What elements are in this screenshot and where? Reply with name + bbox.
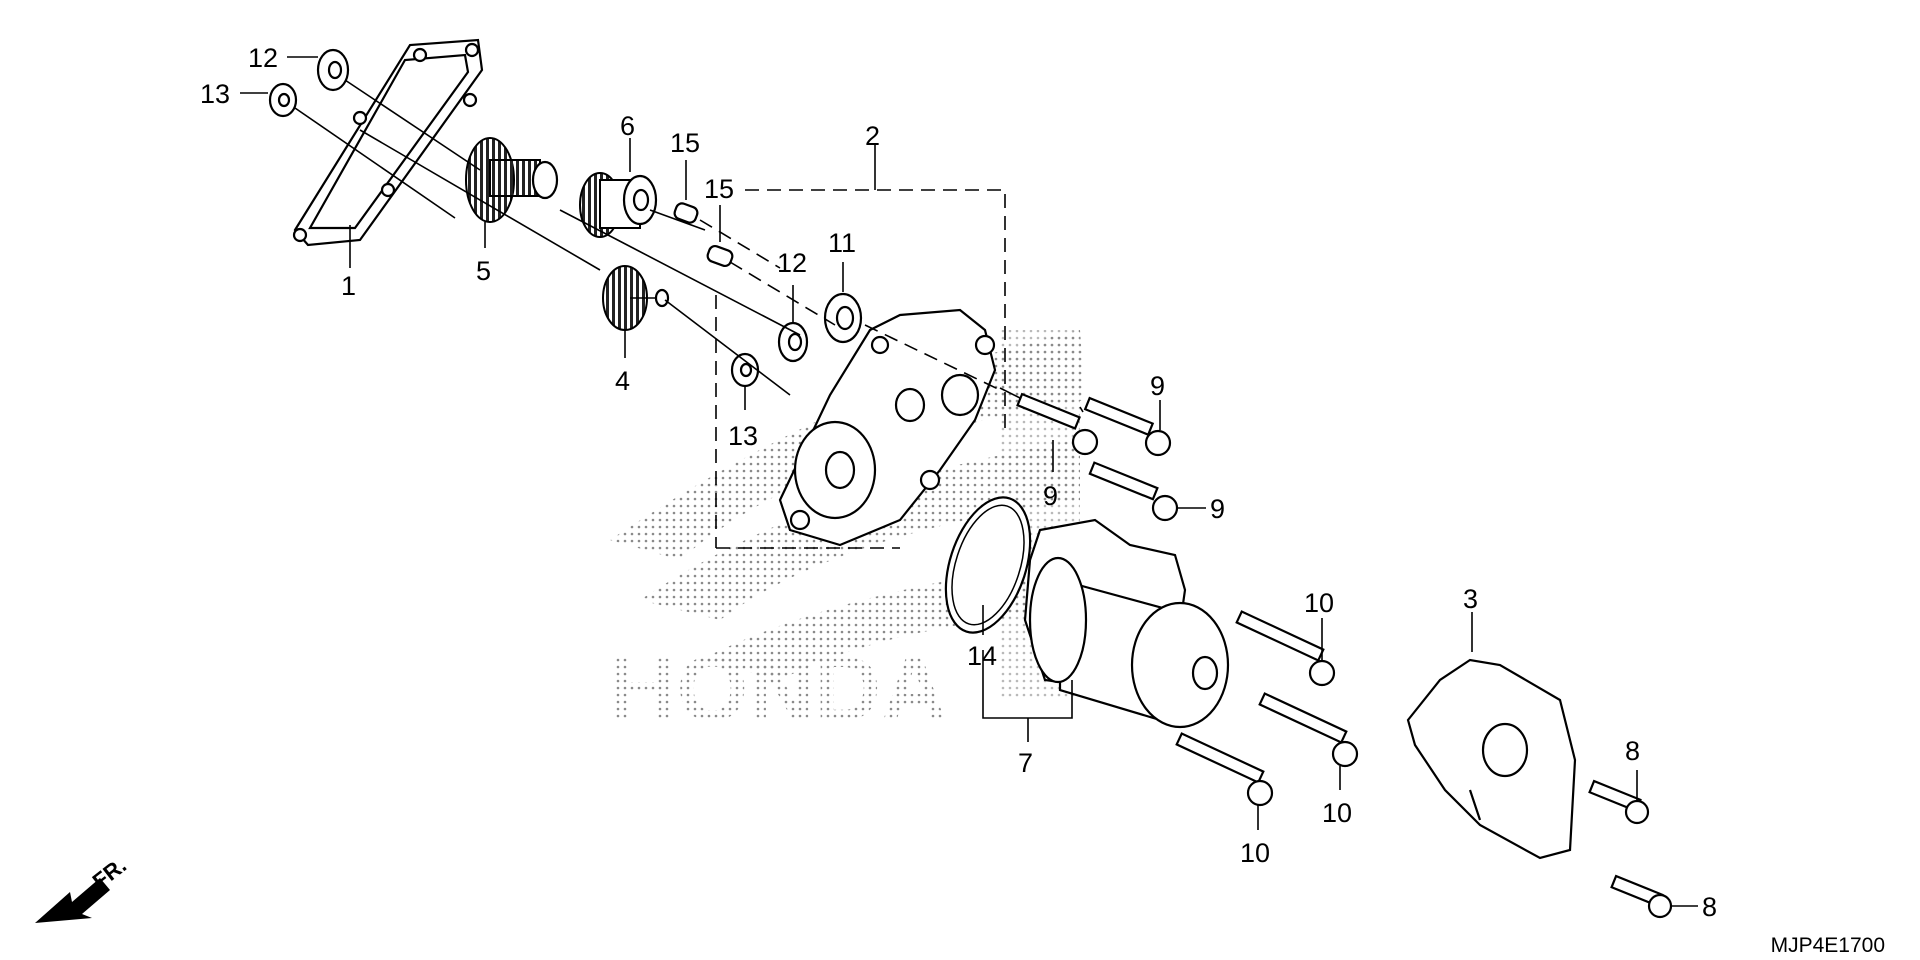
callout-8b: 8 — [1702, 892, 1717, 922]
honda-watermark-text: HONDA — [610, 638, 947, 740]
bolt-9c — [1088, 461, 1179, 522]
bolt-8b — [1610, 874, 1673, 919]
bolt-8a — [1588, 779, 1650, 825]
o-ring-14 — [944, 496, 1032, 634]
callout-11: 11 — [828, 228, 856, 258]
gear-4 — [602, 265, 670, 331]
callout-10c: 10 — [1240, 838, 1270, 868]
callout-9b: 9 — [1043, 481, 1058, 511]
callout-15a: 15 — [670, 128, 700, 158]
bolt-10a — [1235, 610, 1336, 687]
bolt-9b — [1083, 396, 1172, 457]
callout-4: 4 — [615, 366, 630, 396]
front-direction-arrow — [35, 878, 110, 923]
gear-6 — [579, 172, 658, 238]
gasket — [292, 38, 484, 247]
callout-2: 2 — [865, 121, 880, 151]
callouts: 1 2 3 4 5 6 7 8 8 9 9 9 10 — [200, 43, 1717, 922]
callout-7: 7 — [1018, 748, 1033, 778]
callout-8a: 8 — [1625, 736, 1640, 766]
gearbox-housing — [778, 308, 997, 547]
callout-10b: 10 — [1322, 798, 1352, 828]
assembly-lines — [294, 79, 1021, 399]
gear-5 — [465, 137, 559, 223]
callout-13a: 13 — [200, 79, 230, 109]
callout-13b: 13 — [728, 421, 758, 451]
bolt-10c — [1175, 732, 1274, 807]
callout-12b: 12 — [777, 248, 807, 278]
bolt-10b — [1258, 692, 1359, 768]
bolt-9a — [1016, 392, 1099, 456]
washer-13-top — [268, 82, 298, 118]
callout-14: 14 — [967, 641, 997, 671]
callout-5: 5 — [476, 256, 491, 286]
shift-motor — [1023, 518, 1230, 729]
motor-cover — [1406, 658, 1577, 860]
callout-15b: 15 — [704, 174, 734, 204]
callout-6: 6 — [620, 111, 635, 141]
washer-12-mid — [777, 321, 809, 363]
dowel-pin-15b — [706, 244, 734, 268]
callout-12a: 12 — [248, 43, 278, 73]
bearing-11 — [823, 292, 863, 344]
callout-9a: 9 — [1150, 371, 1165, 401]
callout-10a: 10 — [1304, 588, 1334, 618]
callout-1: 1 — [341, 271, 356, 301]
callout-9c: 9 — [1210, 494, 1225, 524]
dowel-pin-15a — [673, 202, 699, 224]
figure-code: MJP4E1700 — [1771, 934, 1885, 957]
washer-13-lower — [730, 352, 760, 388]
washer-12-top — [316, 48, 350, 92]
callout-3: 3 — [1463, 584, 1478, 614]
